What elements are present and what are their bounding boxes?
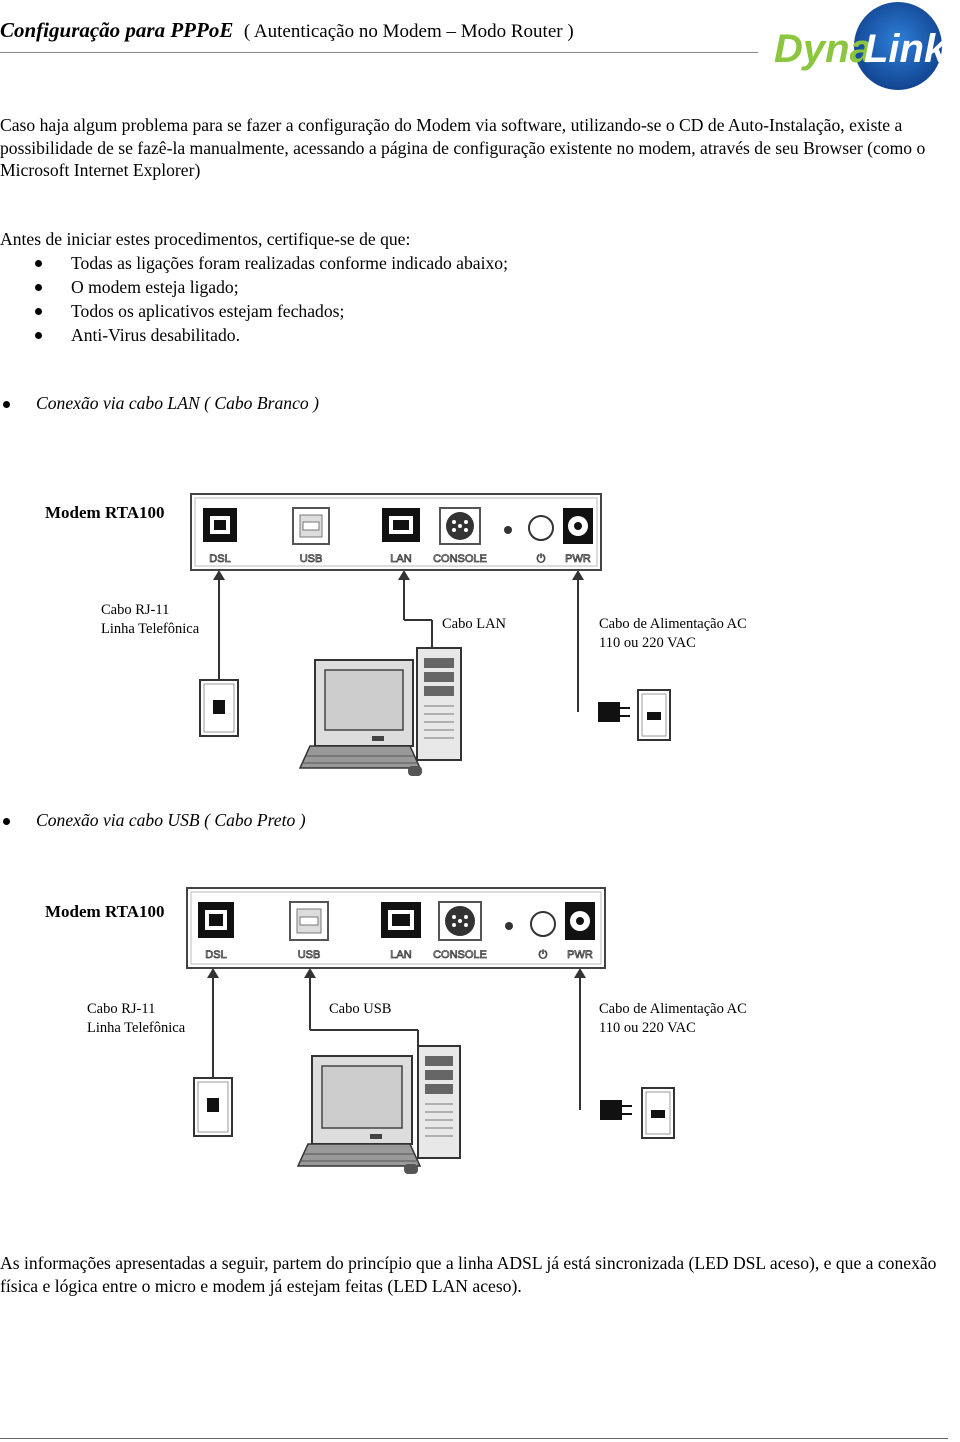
list-item-text: Todas as ligações foram realizadas confo… bbox=[71, 253, 508, 273]
list-item: Todos os aplicativos estejam fechados; bbox=[0, 299, 508, 323]
section-heading-usb: Conexão via cabo USB ( Cabo Preto ) bbox=[0, 810, 500, 834]
phone-jack-icon bbox=[199, 679, 239, 737]
port-label-usb: USB bbox=[300, 553, 323, 565]
diagram-lan-drawing: DSL USB LAN CONSOLE ⏻ PWR bbox=[190, 493, 671, 776]
led-icon bbox=[504, 526, 512, 534]
port-label-console: CONSOLE bbox=[433, 553, 487, 565]
computer-icon bbox=[298, 647, 462, 776]
phone-jack-icon bbox=[193, 1077, 233, 1137]
bullet-icon bbox=[35, 284, 42, 291]
console-port-icon bbox=[439, 507, 481, 545]
dynalink-logo: Dyna Link bbox=[774, 2, 948, 90]
power-plug-icon bbox=[600, 1100, 632, 1120]
list-item-text: Todos os aplicativos estejam fechados; bbox=[71, 301, 345, 321]
cable-pc-label: Cabo USB bbox=[329, 1001, 392, 1017]
usb-port-icon bbox=[292, 507, 330, 545]
bullet-icon bbox=[3, 818, 10, 825]
modem-label: Modem RTA100 bbox=[45, 503, 165, 522]
closing-paragraph: As informações apresentadas a seguir, pa… bbox=[0, 1253, 937, 1296]
power-symbol-label: ⏻ bbox=[539, 949, 548, 961]
port-label-lan: LAN bbox=[390, 949, 411, 961]
port-label-pwr: PWR bbox=[567, 949, 593, 961]
intro-paragraph: Caso haja algum problema para se fazer a… bbox=[0, 115, 926, 180]
lan-port-icon bbox=[381, 902, 421, 938]
diagram-usb: DSL USB LAN CONSOLE ⏻ PWR bbox=[0, 880, 960, 1180]
power-plug-icon bbox=[598, 702, 630, 722]
bullet-icon bbox=[35, 332, 42, 339]
footer-rule bbox=[0, 1438, 948, 1439]
cable-phone-label-2: Linha Telefônica bbox=[101, 621, 200, 637]
usb-port-icon bbox=[289, 901, 329, 941]
port-label-lan: LAN bbox=[390, 553, 411, 565]
lan-port-icon bbox=[382, 508, 420, 542]
power-outlet-icon bbox=[641, 1087, 675, 1139]
title-subtitle: ( Autenticação no Modem – Modo Router ) bbox=[243, 21, 574, 42]
power-switch-icon bbox=[530, 911, 556, 937]
title-main: Configuração para PPPoE bbox=[0, 18, 234, 42]
prereq-lead: Antes de iniciar estes procedimentos, ce… bbox=[0, 229, 411, 249]
console-port-icon bbox=[438, 901, 482, 941]
cable-pc-label: Cabo LAN bbox=[442, 616, 507, 632]
bullet-icon bbox=[35, 260, 42, 267]
list-item: O modem esteja ligado; bbox=[0, 275, 508, 299]
cable-phone-label-1: Cabo RJ-11 bbox=[87, 1001, 156, 1017]
power-outlet-icon bbox=[637, 689, 671, 741]
port-label-console: CONSOLE bbox=[433, 949, 487, 961]
dsl-port-icon bbox=[198, 902, 234, 938]
port-label-dsl: DSL bbox=[209, 553, 230, 565]
computer-icon bbox=[296, 1045, 461, 1174]
power-symbol-label: ⏻ bbox=[537, 553, 546, 565]
list-item-text: Anti-Virus desabilitado. bbox=[71, 325, 240, 345]
section-heading-lan: Conexão via cabo LAN ( Cabo Branco ) bbox=[0, 393, 500, 417]
dsl-port-icon bbox=[203, 508, 237, 542]
page-title: Configuração para PPPoE ( Autenticação n… bbox=[0, 18, 574, 43]
cable-power-label-1: Cabo de Alimentação AC bbox=[599, 616, 747, 632]
cable-power-label-2: 110 ou 220 VAC bbox=[599, 1020, 696, 1036]
cable-phone-label-1: Cabo RJ-11 bbox=[101, 602, 170, 618]
led-icon bbox=[505, 922, 513, 930]
diagram-usb-drawing: DSL USB LAN CONSOLE ⏻ PWR bbox=[186, 887, 675, 1174]
modem-label: Modem RTA100 bbox=[45, 902, 165, 921]
header-rule bbox=[0, 52, 758, 53]
cable-power-label-1: Cabo de Alimentação AC bbox=[599, 1001, 747, 1017]
power-jack-icon bbox=[565, 902, 595, 940]
section-heading-text: Conexão via cabo LAN ( Cabo Branco ) bbox=[36, 393, 319, 413]
diagram-lan: DSL USB LAN CONSOLE ⏻ PWR bbox=[0, 480, 960, 780]
bullet-icon bbox=[3, 401, 10, 408]
prereq-list: Todas as ligações foram realizadas confo… bbox=[0, 251, 508, 347]
power-switch-icon bbox=[528, 515, 554, 541]
section-heading-text: Conexão via cabo USB ( Cabo Preto ) bbox=[36, 810, 306, 830]
power-jack-icon bbox=[563, 508, 593, 544]
list-item-text: O modem esteja ligado; bbox=[71, 277, 239, 297]
bullet-icon bbox=[35, 308, 42, 315]
port-label-pwr: PWR bbox=[565, 553, 591, 565]
logo-text-b: Link bbox=[864, 27, 948, 71]
list-item: Anti-Virus desabilitado. bbox=[0, 323, 508, 347]
cable-power-label-2: 110 ou 220 VAC bbox=[599, 635, 696, 651]
port-label-usb: USB bbox=[298, 949, 321, 961]
port-label-dsl: DSL bbox=[205, 949, 226, 961]
logo-text-a: Dyna bbox=[774, 27, 872, 71]
cable-phone-label-2: Linha Telefônica bbox=[87, 1020, 186, 1036]
list-item: Todas as ligações foram realizadas confo… bbox=[0, 251, 508, 275]
